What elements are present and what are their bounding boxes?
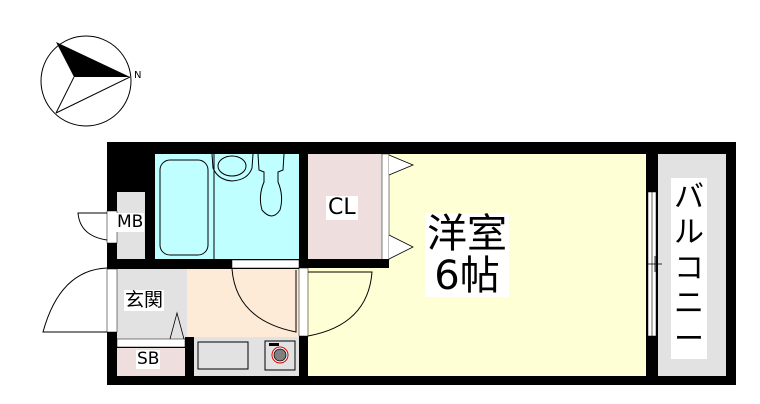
room-name: 洋室 [427, 211, 507, 257]
kitchen-sink-icon [197, 341, 249, 370]
balcony-char: バ [674, 180, 704, 215]
closet-door-lower [388, 234, 414, 260]
mb-door-swing [77, 212, 108, 241]
meter-box-label: MB [116, 212, 145, 232]
closet-door-upper [388, 154, 415, 176]
toilet-icon [257, 153, 285, 217]
compass-icon [40, 35, 132, 127]
kitchen-area [187, 269, 299, 339]
balcony-char: コ [674, 250, 704, 286]
balcony-char: ニ [674, 286, 704, 322]
western-room-label: 洋室 6帖 [425, 213, 509, 297]
shoe-box-label: SB [136, 349, 161, 369]
balcony-char: ル [674, 215, 704, 251]
north-label: N [134, 70, 142, 81]
balcony-label: バ ル コ ニ ー [671, 178, 707, 359]
balcony-char: ー [674, 321, 704, 357]
bathtub-icon [159, 154, 215, 259]
stove-icon [264, 340, 296, 371]
entrance-label: 玄関 [124, 289, 165, 311]
closet-label: CL [326, 195, 358, 220]
room-door-swing [307, 271, 373, 337]
western-room-lower [308, 268, 389, 376]
entrance-door-swing [42, 267, 108, 333]
bathroom-area [155, 154, 299, 260]
bathroom-door-swing [231, 268, 297, 333]
sink-icon [211, 153, 254, 182]
room-size: 6帖 [434, 253, 500, 299]
